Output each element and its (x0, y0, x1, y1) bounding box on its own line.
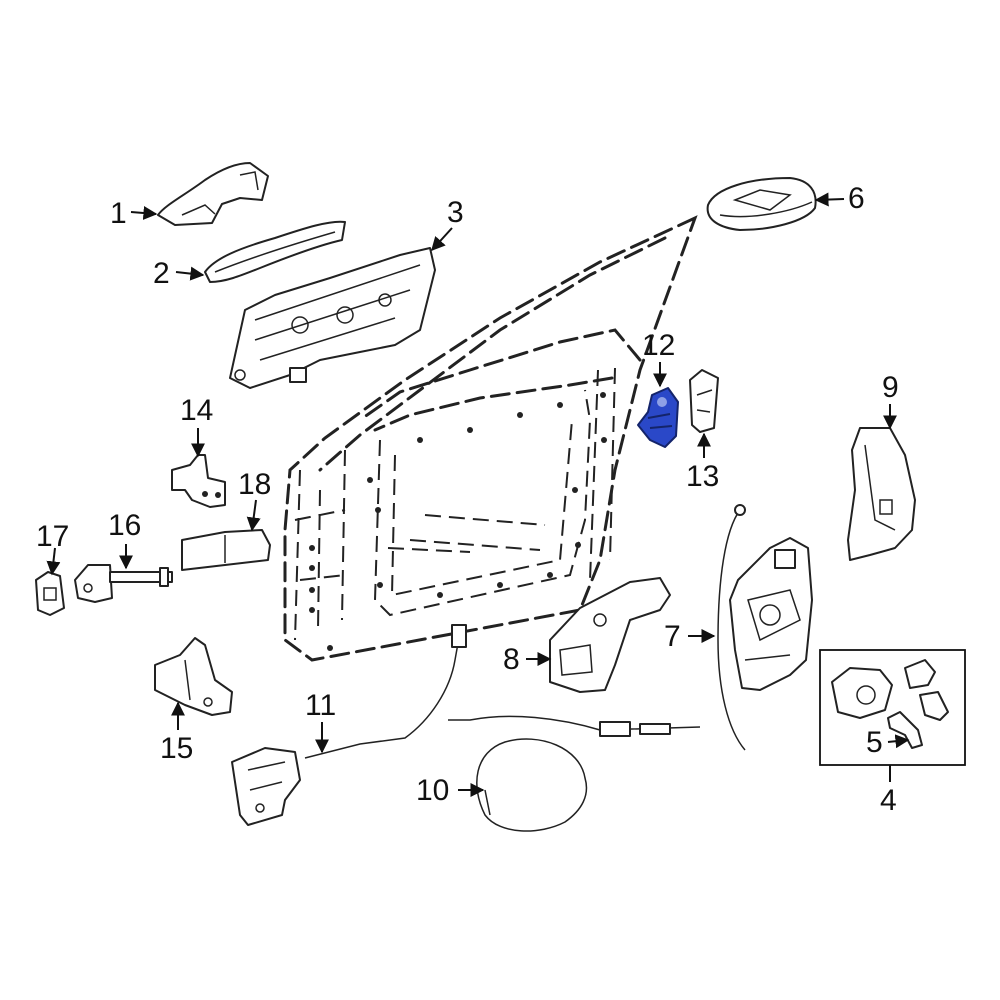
part-14-upper-hinge[interactable] (171, 454, 226, 508)
callout-18: 18 (238, 468, 271, 501)
callout-7: 7 (664, 620, 681, 653)
callout-11: 11 (305, 689, 336, 722)
callout-9: 9 (882, 371, 899, 404)
part-10-release-cable[interactable] (448, 715, 701, 832)
part-16-door-check[interactable] (74, 564, 173, 603)
callout-4: 4 (880, 784, 897, 817)
part-17-check-bumper[interactable] (35, 571, 65, 616)
part-6-key-fob[interactable] (706, 177, 817, 231)
leader-lines (46, 192, 910, 797)
part-15-lower-hinge[interactable] (154, 637, 233, 716)
callout-6: 6 (848, 182, 865, 215)
callout-12: 12 (642, 329, 675, 362)
part-11-lock-actuator[interactable] (231, 624, 467, 826)
callout-3: 3 (447, 196, 464, 229)
part-4-lock-cylinder-kit[interactable] (819, 649, 966, 766)
part-18-door-boot[interactable] (181, 529, 271, 571)
part-9-lock-cover[interactable] (847, 427, 916, 561)
part-13-striker-plate[interactable] (689, 369, 719, 433)
callout-14: 14 (180, 394, 213, 427)
part-7-door-latch[interactable] (717, 504, 813, 751)
door-shell-outline (283, 215, 698, 662)
callout-5: 5 (866, 726, 883, 759)
callout-labels: 1 2 3 4 5 6 7 8 9 10 11 12 13 14 15 16 1… (36, 182, 899, 817)
part-12-door-striker[interactable] (637, 387, 679, 448)
callout-17: 17 (36, 520, 69, 553)
part-3-handle-carrier[interactable] (229, 247, 436, 389)
callout-13: 13 (686, 460, 719, 493)
callout-15: 15 (160, 732, 193, 765)
part-8-inside-handle-bracket[interactable] (549, 577, 671, 693)
part-1-door-handle[interactable] (157, 162, 269, 226)
callout-8: 8 (503, 643, 520, 676)
callout-10: 10 (416, 774, 449, 807)
part-5-emergency-key[interactable] (887, 711, 923, 749)
callout-1: 1 (110, 197, 127, 230)
part-2-handle-gasket[interactable] (204, 220, 346, 283)
callout-2: 2 (153, 257, 170, 290)
callout-16: 16 (108, 509, 141, 542)
